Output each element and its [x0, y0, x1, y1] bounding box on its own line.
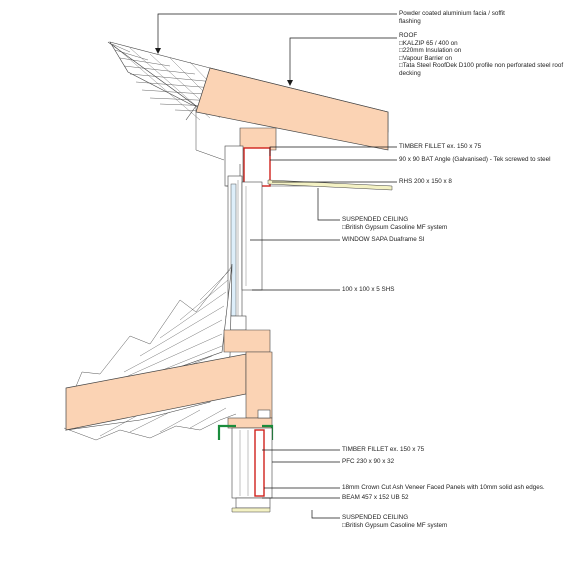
label-roof: ROOF □KALZIP 65 / 400 on □220mm Insulati…	[399, 32, 564, 77]
label-facia: Powder coated aluminium facia / soffit f…	[399, 10, 505, 25]
upper-rhs-and-angle	[224, 145, 390, 187]
leader-lines	[157, 13, 397, 519]
label-timber-fillet-top: TIMBER FILLET ex. 150 x 75	[399, 143, 482, 150]
upper-suspended-ceiling	[267, 179, 393, 191]
label-ceiling-bottom: SUSPENDED CEILING □British Gypsum Casoli…	[342, 514, 448, 529]
label-bat-angle: 90 x 90 BAT Angle (Galvanised) - Tek scr…	[399, 156, 551, 163]
upper-roof-slab	[195, 67, 389, 151]
label-window: WINDOW SAPA Duaframe SI	[342, 236, 425, 243]
label-pfc: PFC 230 x 90 x 32	[342, 458, 395, 465]
label-timber-fillet-bottom: TIMBER FILLET ex. 150 x 75	[342, 446, 425, 453]
label-rhs: RHS 200 x 150 x 8	[399, 178, 452, 185]
lower-suspended-ceiling	[231, 507, 271, 513]
window-frame	[225, 175, 263, 331]
lower-roof-slab	[65, 329, 273, 431]
leader-arrows	[155, 48, 293, 86]
label-beam: BEAM 457 x 152 UB 52	[342, 494, 409, 501]
label-shs: 100 x 100 x 5 SHS	[342, 286, 395, 293]
lower-beam	[231, 427, 273, 509]
label-veneer: 18mm Crown Cut Ash Veneer Faced Panels w…	[342, 484, 545, 491]
label-ceiling-top: SUSPENDED CEILING □British Gypsum Casoli…	[342, 216, 448, 231]
